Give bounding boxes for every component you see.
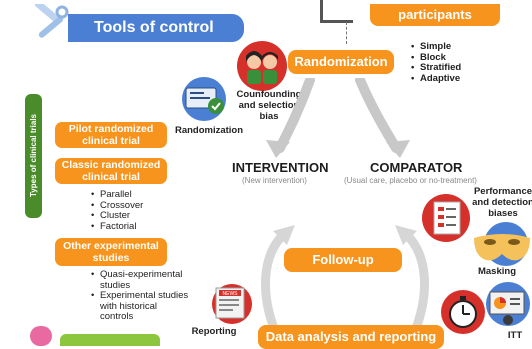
stopwatch-icon [440,286,486,336]
data-analysis-box: Data analysis and reporting [258,325,444,349]
presentation-chart-icon [482,280,532,332]
branch-arrows [266,78,410,158]
document-icon [420,192,476,244]
randomization-screen-caption: Randomization [174,125,244,136]
itt-caption: ITT [507,330,523,341]
tools-icon [28,0,72,44]
top-frame-corner [320,0,353,23]
intervention-subtitle: (New intervention) [242,176,307,185]
follow-up-box: Follow-up [284,248,402,272]
classic-trial-list: Parallel Crossover Cluster Factorial [86,189,143,233]
classic-trial-box: Classic randomized clinical trial [55,158,167,184]
randomization-box: Randomization [288,50,394,74]
types-of-trials-tab: Types of clinical trials [25,94,42,218]
comparator-subtitle: (Usual care, placebo or no-treatment) [344,176,477,185]
method-adaptive: Adaptive [411,73,461,85]
patients-icon [234,40,290,92]
svg-text:NEWS: NEWS [223,291,239,297]
classic-item-parallel: Parallel [91,189,143,201]
other-studies-list: Quasi-experimental studies Experimental … [86,269,192,323]
pilot-trial-box: Pilot randomized clinical trial [55,122,167,148]
green-bottom-box [60,334,160,346]
randomization-methods: Simple Block Stratified Adaptive [406,41,461,85]
masking-caption: Masking [477,266,516,277]
mask-icon [470,222,532,268]
classic-item-cluster: Cluster [91,210,143,222]
method-block: Block [411,52,461,64]
dashed-connector [346,22,347,44]
pink-shape [30,326,52,346]
other-item-quasi: Quasi-experimental studies [91,269,192,291]
other-item-historical: Experimental studies with historical con… [91,290,192,323]
tools-of-control-banner: Tools of control [68,14,244,42]
participants-box: participants [370,4,500,26]
classic-item-factorial: Factorial [91,221,143,233]
classic-item-crossover: Crossover [91,200,143,212]
comparator-title: COMPARATOR [370,160,463,175]
method-stratified: Stratified [411,62,461,74]
intervention-title: INTERVENTION [232,160,329,175]
computer-screen-icon [178,76,230,122]
confounding-caption: Counfounding and selection bias [236,89,302,122]
biases-caption: Performance and detection biases [472,186,532,219]
news-icon: NEWS [206,280,260,324]
follow-up-arrows [261,225,429,335]
method-simple: Simple [411,41,461,53]
reporting-caption: Reporting [191,326,237,337]
other-studies-box: Other experimental studies [55,238,167,266]
